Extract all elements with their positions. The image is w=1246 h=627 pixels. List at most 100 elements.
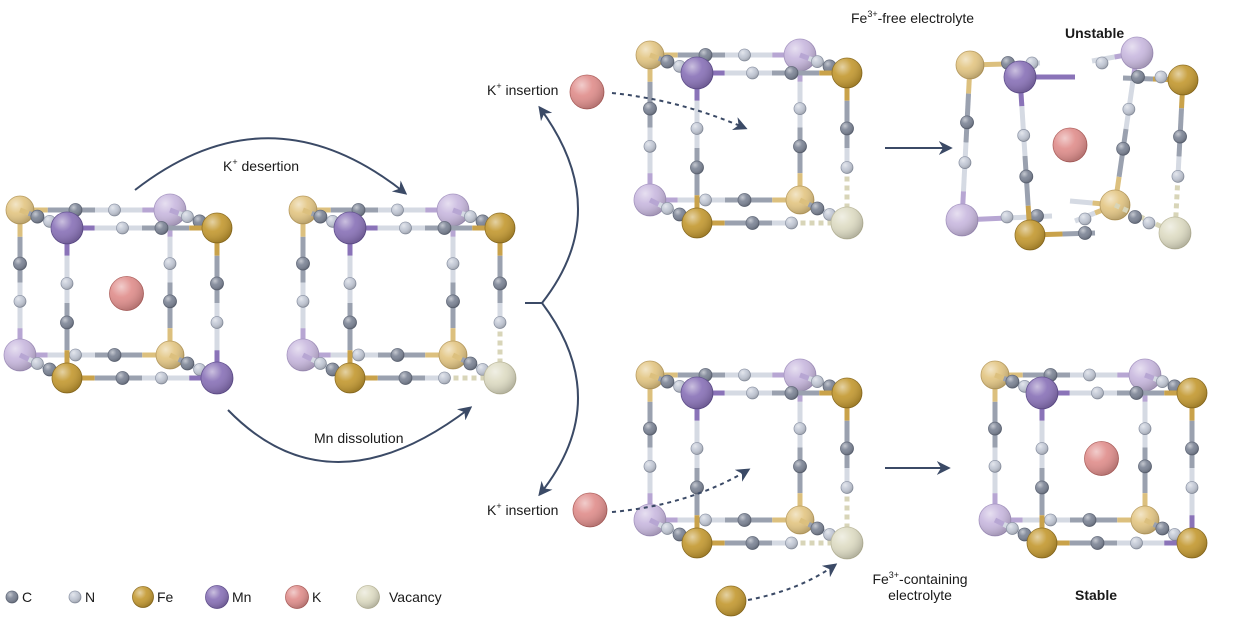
nitrogen-atom <box>446 257 460 271</box>
k-desertion-arrow <box>134 137 408 195</box>
manganese-atom-icon <box>205 585 229 609</box>
nitrogen-atom <box>746 66 759 80</box>
nitrogen-atom <box>793 422 807 436</box>
nitrogen-atom <box>1142 216 1156 230</box>
iron-atom-icon <box>132 586 154 608</box>
iron-ion-free <box>715 585 747 617</box>
nitrogen-atom <box>1078 212 1092 226</box>
iron-atom <box>831 377 863 409</box>
bond <box>452 207 463 216</box>
nitrogen-atom <box>1005 522 1019 535</box>
nitrogen-atom <box>163 257 177 271</box>
carbon-atom-icon <box>5 590 19 604</box>
iron-atom <box>681 207 713 239</box>
nitrogen-atom-icon <box>68 590 82 604</box>
manganese-atom <box>1003 60 1037 94</box>
k-insertion-path-top <box>611 92 748 130</box>
front-face <box>50 211 234 395</box>
bond <box>649 372 660 381</box>
carbon-atom <box>643 101 657 116</box>
iron-atom <box>484 212 516 244</box>
nitrogen-atom <box>391 203 404 217</box>
bond <box>1069 198 1093 206</box>
vacancy-site <box>830 206 864 240</box>
bond <box>168 352 180 362</box>
mn-dissolution-arrow <box>227 406 473 463</box>
nitrogen-atom <box>343 277 357 290</box>
front-face <box>1025 376 1208 559</box>
nitrogen-atom <box>1035 442 1049 455</box>
iron-atom <box>681 527 713 559</box>
bond <box>1144 372 1155 381</box>
k-desertion-label: K+ desertion <box>223 157 300 175</box>
legend-label-k: K <box>312 589 322 605</box>
back-face <box>3 193 187 372</box>
carbon-atom <box>296 256 310 271</box>
structure-fe-containing-insertion <box>633 358 864 560</box>
right-fragment <box>1069 36 1199 250</box>
carbon-atom <box>810 201 825 216</box>
nitrogen-atom <box>699 193 712 207</box>
carbon-atom <box>737 513 752 527</box>
bond <box>302 207 313 216</box>
legend-label-vacancy: Vacancy <box>389 589 442 605</box>
k-insertion-top-label: K+ insertion <box>487 81 559 99</box>
nitrogen-atom <box>840 161 854 174</box>
left-fragment <box>945 50 1096 251</box>
carbon-atom <box>737 193 752 207</box>
carbon-atom <box>1005 374 1020 389</box>
nitrogen-atom <box>155 371 168 385</box>
legend-item-k: K <box>284 583 321 611</box>
k-insertion-bottom-arrow <box>538 302 579 497</box>
k-insertion-path-bottom <box>611 468 751 513</box>
vacancy-site <box>483 361 517 395</box>
carbon-atom <box>745 216 760 230</box>
carbon-atom <box>30 209 45 224</box>
carbon-atom <box>660 54 675 69</box>
nitrogen-atom <box>180 210 194 224</box>
arrows-layer <box>134 92 953 601</box>
iron-atom <box>1176 527 1208 559</box>
carbon-atom <box>13 256 27 271</box>
nitrogen-atom <box>13 294 27 308</box>
carbon-atom <box>1030 209 1044 223</box>
manganese-atom-back <box>945 203 979 237</box>
carbon-atom <box>793 139 807 154</box>
bond <box>19 207 30 216</box>
carbon-atom <box>1078 226 1092 240</box>
back-face <box>978 358 1162 537</box>
carbon-atom <box>690 480 704 495</box>
carbon-atom <box>390 348 405 362</box>
carbon-atom <box>1043 368 1058 382</box>
bond <box>648 517 660 527</box>
nitrogen-atom <box>660 522 674 535</box>
nitrogen-atom <box>210 316 224 329</box>
nitrogen-atom <box>438 371 451 385</box>
nitrogen-atom <box>30 357 44 370</box>
legend-item-fe: Fe <box>131 583 173 611</box>
manganese-atom-back <box>1120 36 1154 70</box>
nitrogen-atom <box>1171 169 1185 183</box>
carbon-atom <box>107 348 122 362</box>
nitrogen-atom <box>793 102 807 116</box>
iron-atom <box>51 362 83 394</box>
carbon-atom <box>643 421 657 436</box>
carbon-atom <box>313 209 328 224</box>
iron-atom <box>1014 219 1046 251</box>
nitrogen-atom <box>1185 481 1199 494</box>
carbon-atom <box>115 371 130 385</box>
manganese-atom <box>333 211 367 245</box>
legend-label-fe: Fe <box>157 589 174 605</box>
nitrogen-atom <box>1155 375 1169 389</box>
carbon-atom <box>784 386 799 400</box>
nitrogen-atom <box>463 210 477 224</box>
vacancy-icon <box>356 585 380 609</box>
nitrogen-atom <box>690 122 704 135</box>
carbon-atom <box>660 374 675 389</box>
manganese-atom <box>200 361 234 395</box>
legend-item-vacancy: Vacancy <box>355 583 442 611</box>
nitrogen-atom <box>810 375 824 389</box>
bond <box>798 197 810 207</box>
manganese-atom <box>680 56 714 90</box>
vacancy-site <box>1158 216 1192 250</box>
